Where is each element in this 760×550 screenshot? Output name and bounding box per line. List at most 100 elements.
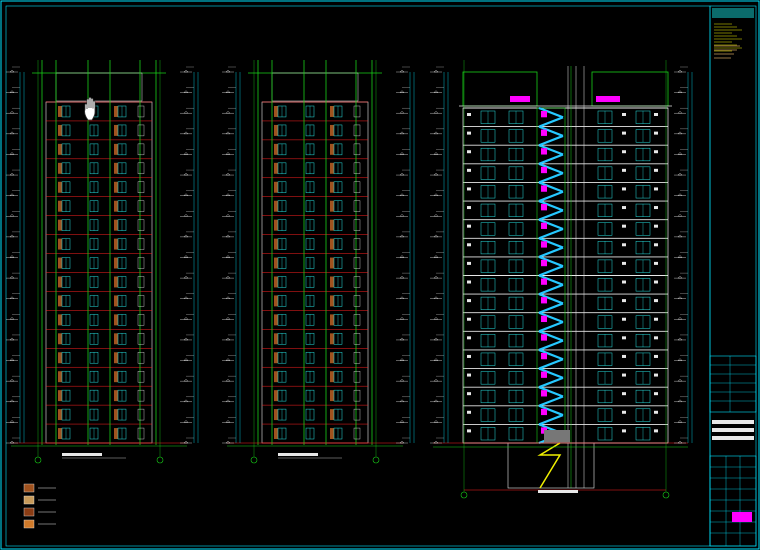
project-name-stub — [712, 420, 754, 424]
side-window — [137, 371, 145, 383]
section-drawing-right[interactable] — [430, 60, 693, 499]
stair-flight — [538, 218, 564, 230]
elevation-drawing-mid[interactable] — [222, 60, 415, 464]
stair-flight — [538, 172, 564, 184]
level-marker — [225, 193, 231, 196]
stair-flight — [538, 395, 564, 407]
stair-flight — [538, 265, 564, 277]
company-header — [712, 8, 754, 18]
side-window — [353, 352, 361, 364]
stair-flight — [538, 321, 564, 333]
side-window — [353, 408, 361, 421]
side-window — [137, 408, 145, 421]
room-tag — [622, 113, 626, 116]
balcony-panel — [114, 276, 118, 288]
balcony-panel — [330, 106, 334, 117]
side-window — [137, 352, 145, 364]
side-window — [137, 124, 145, 137]
room-tag — [467, 261, 471, 265]
level-marker — [183, 337, 189, 341]
stair-flight — [538, 227, 564, 240]
level-marker — [433, 234, 439, 238]
room-tag — [467, 206, 471, 210]
side-window — [353, 371, 361, 383]
level-marker — [225, 152, 231, 155]
level-marker — [225, 213, 231, 217]
level-marker — [433, 131, 439, 135]
balcony-panel — [330, 219, 334, 231]
level-marker — [433, 399, 439, 402]
stair-flight — [538, 358, 564, 370]
level-marker — [225, 358, 231, 361]
balcony-panel — [58, 409, 62, 421]
side-window — [137, 276, 145, 288]
level-marker — [399, 172, 405, 176]
material-legend[interactable] — [23, 483, 56, 529]
stair-flight — [538, 181, 564, 193]
level-marker — [225, 378, 231, 382]
room-tag — [467, 429, 471, 433]
balcony-panel — [58, 257, 62, 269]
stair-flight — [538, 311, 564, 324]
level-marker — [183, 255, 189, 258]
balcony-panel — [330, 428, 334, 439]
stair-flight — [538, 330, 564, 342]
side-window — [353, 295, 361, 307]
room-tag — [467, 224, 471, 228]
level-marker — [225, 275, 231, 279]
elevation-drawing-left[interactable] — [6, 60, 199, 464]
level-marker — [9, 152, 15, 155]
balcony-panel — [58, 181, 62, 193]
side-window — [353, 238, 361, 250]
room-tag — [654, 280, 658, 284]
level-marker — [399, 213, 405, 217]
title-block[interactable] — [709, 5, 757, 547]
side-window — [353, 389, 361, 402]
level-marker — [9, 172, 15, 176]
stair-landing — [541, 148, 547, 155]
balcony-panel — [58, 352, 62, 364]
level-marker — [183, 399, 189, 402]
stair-flight — [538, 190, 564, 203]
balcony-panel — [274, 257, 278, 269]
side-window — [137, 427, 145, 440]
level-marker — [9, 90, 15, 93]
room-tag — [654, 187, 658, 191]
level-marker — [225, 440, 231, 444]
level-marker — [183, 275, 189, 279]
balcony-panel — [114, 428, 118, 439]
roof-equipment — [510, 96, 530, 102]
stair-landing — [541, 111, 547, 118]
level-marker — [9, 440, 15, 444]
balcony-panel — [330, 143, 334, 155]
level-marker — [677, 234, 683, 238]
room-tag — [654, 410, 658, 414]
stair-flight — [538, 404, 564, 417]
basement — [507, 442, 595, 489]
balcony-panel — [58, 200, 62, 212]
balcony-panel — [274, 181, 278, 193]
level-marker — [9, 193, 15, 196]
level-marker — [183, 213, 189, 217]
side-window — [137, 143, 145, 156]
side-window — [353, 333, 361, 345]
balcony-panel — [58, 124, 62, 136]
stair-flight — [538, 293, 564, 305]
balcony-panel — [114, 295, 118, 307]
balcony-panel — [274, 295, 278, 307]
room-tag — [467, 299, 471, 303]
stair-flight — [538, 283, 564, 296]
room-tag — [622, 168, 626, 172]
side-window — [353, 276, 361, 288]
balcony-panel — [330, 409, 334, 421]
balcony-panel — [274, 333, 278, 345]
stair-landing — [541, 408, 547, 416]
balcony-panel — [58, 314, 62, 326]
stair-flight — [538, 209, 564, 221]
level-marker — [433, 255, 439, 258]
level-marker — [677, 358, 683, 361]
room-tag — [622, 261, 626, 265]
level-marker — [399, 296, 405, 299]
balcony-panel — [274, 162, 278, 174]
